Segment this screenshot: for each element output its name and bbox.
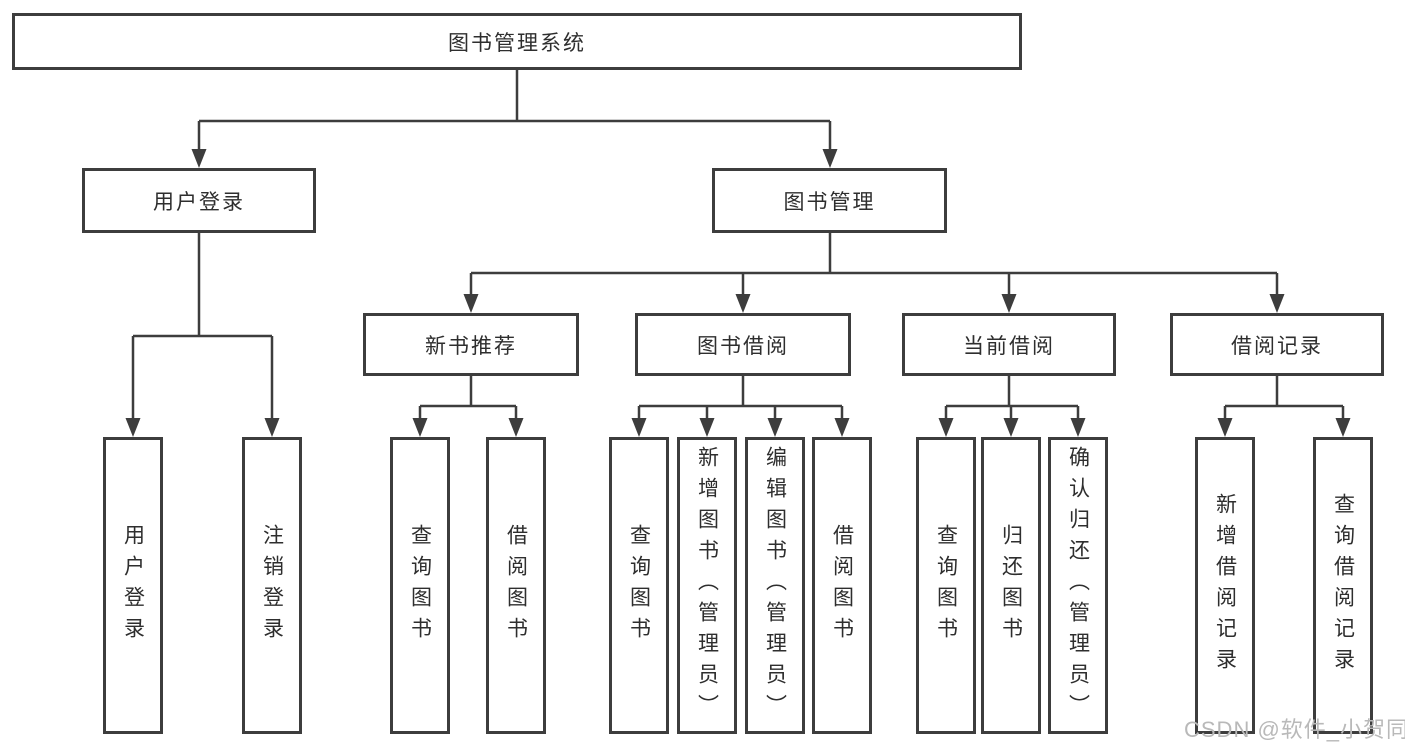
node-book-management: 图书管理 [712,168,947,233]
node-root-label: 图书管理系统 [448,31,586,55]
leaf-query-books-current-label: 查询图书 [934,523,958,648]
leaf-borrow-books-recommend: 借阅图书 [486,437,546,734]
leaf-add-book-admin: 新增图书（管理员） [677,437,737,734]
leaf-edit-book-admin-label: 编辑图书（管理员） [763,446,787,725]
node-book-borrow: 图书借阅 [635,313,851,376]
leaf-add-borrow-record: 新增借阅记录 [1195,437,1255,734]
leaf-user-login: 用户登录 [103,437,163,734]
watermark-text: CSDN @软件_小贺同学 [1184,717,1405,742]
leaf-query-books-current: 查询图书 [916,437,976,734]
leaf-user-login-label: 用户登录 [121,523,145,648]
leaf-borrow-books-recommend-label: 借阅图书 [504,523,528,648]
node-book-borrow-label: 图书借阅 [697,334,789,358]
leaf-logout: 注销登录 [242,437,302,734]
leaf-confirm-return-admin: 确认归还（管理员） [1048,437,1108,734]
node-current-borrow-label: 当前借阅 [963,334,1055,358]
leaf-query-books-recommend-label: 查询图书 [408,523,432,648]
leaf-logout-label: 注销登录 [260,523,284,648]
leaf-query-books-recommend: 查询图书 [390,437,450,734]
node-borrow-records-label: 借阅记录 [1231,334,1323,358]
leaf-add-borrow-record-label: 新增借阅记录 [1213,492,1237,679]
leaf-borrow-books-borrow-label: 借阅图书 [830,523,854,648]
leaf-return-book-label: 归还图书 [999,523,1023,648]
leaf-borrow-books-borrow: 借阅图书 [812,437,872,734]
tree-edges [131,70,1345,421]
node-root: 图书管理系统 [12,13,1022,70]
node-new-book-recommend-label: 新书推荐 [425,334,517,358]
node-user-login: 用户登录 [82,168,316,233]
leaf-add-book-admin-label: 新增图书（管理员） [695,446,719,725]
leaf-confirm-return-admin-label: 确认归还（管理员） [1066,446,1090,725]
leaf-return-book: 归还图书 [981,437,1041,734]
leaf-edit-book-admin: 编辑图书（管理员） [745,437,805,734]
node-book-management-label: 图书管理 [783,190,876,214]
node-borrow-records: 借阅记录 [1170,313,1384,376]
node-current-borrow: 当前借阅 [902,313,1116,376]
node-new-book-recommend: 新书推荐 [363,313,579,376]
leaf-query-books-borrow-label: 查询图书 [627,523,651,648]
leaf-query-borrow-record-label: 查询借阅记录 [1331,492,1355,679]
node-user-login-label: 用户登录 [153,190,245,214]
leaf-query-books-borrow: 查询图书 [609,437,669,734]
leaf-query-borrow-record: 查询借阅记录 [1313,437,1373,734]
